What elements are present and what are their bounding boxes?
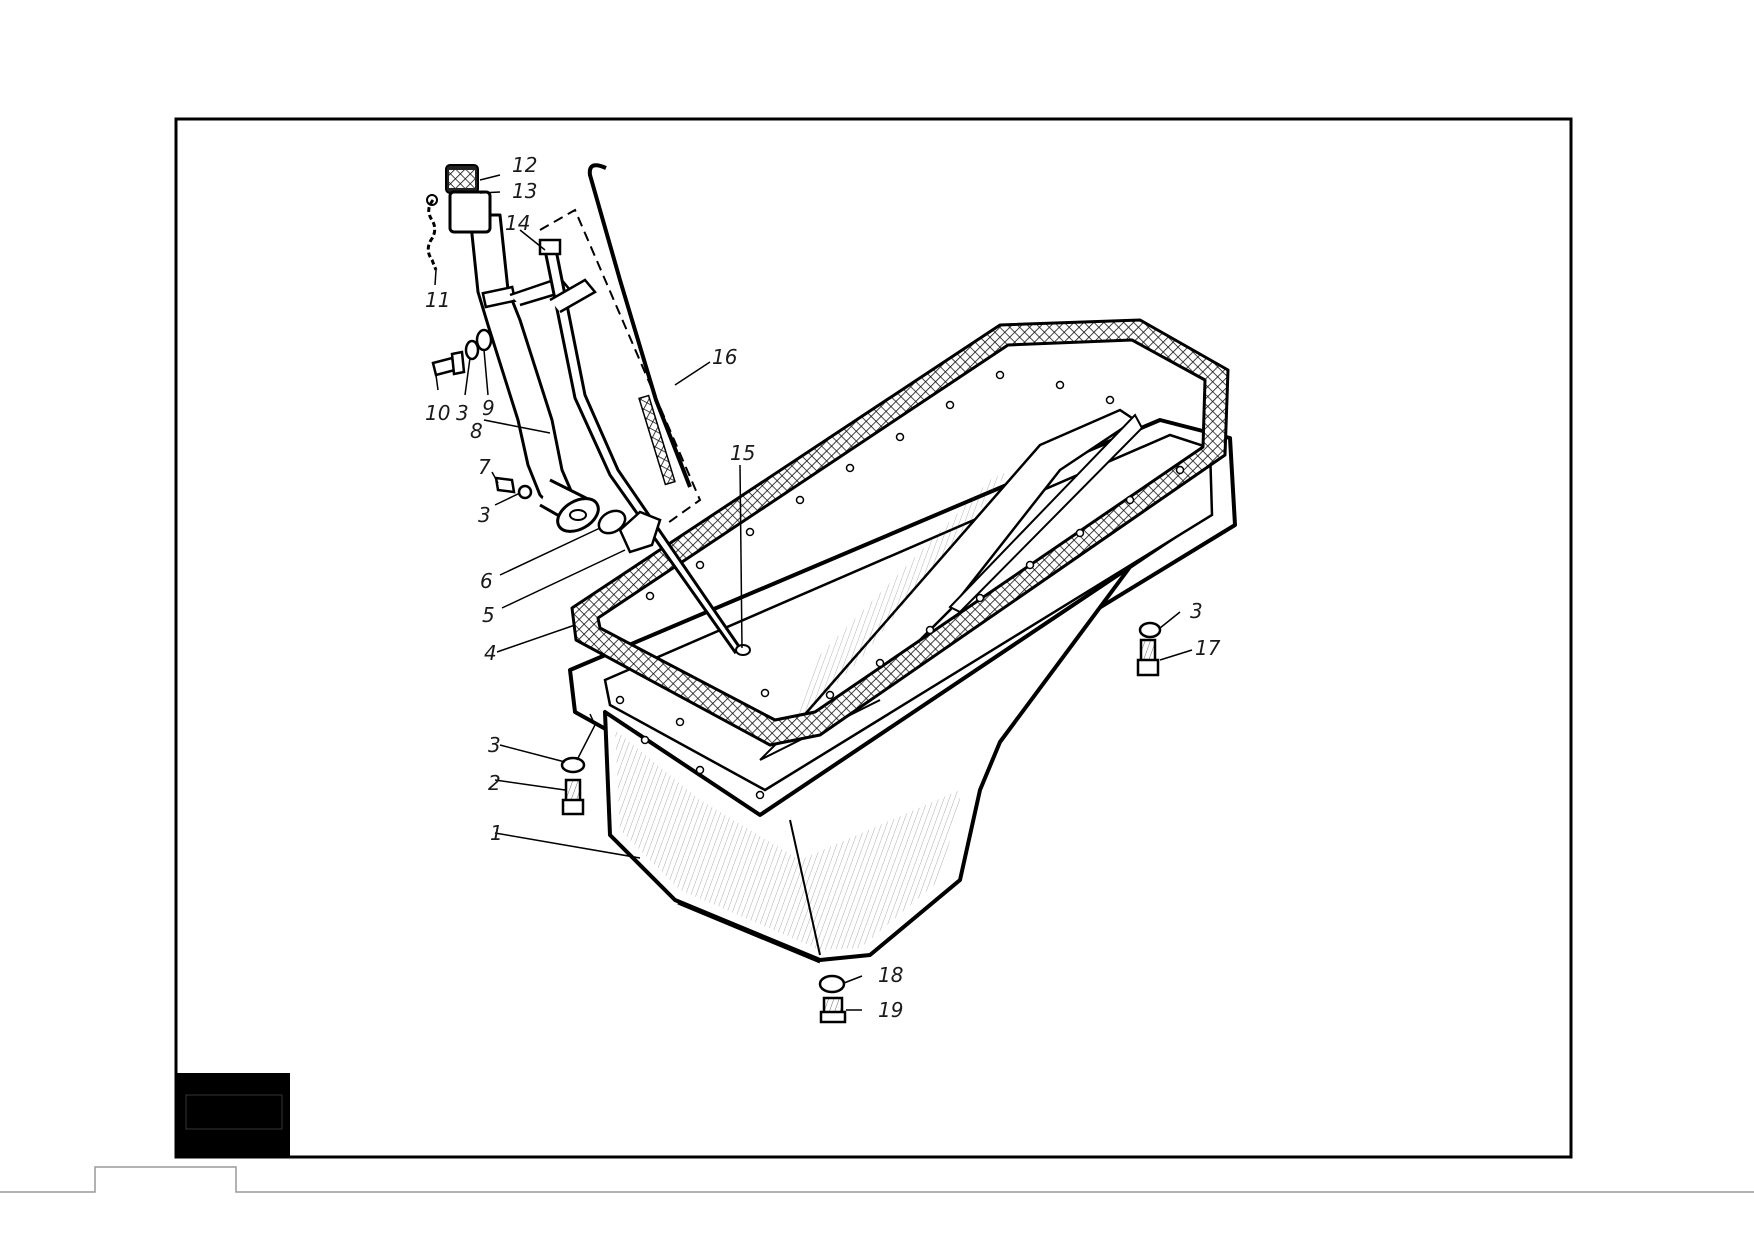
callout-3-c: 3 xyxy=(488,733,501,757)
filler-tube-assembly xyxy=(426,164,600,533)
bolt-10-head xyxy=(450,350,466,376)
oil-pan-crease xyxy=(789,819,821,956)
callout-15: 15 xyxy=(730,441,755,465)
callout-2: 2 xyxy=(488,771,501,795)
gasket-6 xyxy=(597,509,627,535)
drawing-frame xyxy=(174,117,1573,1159)
filler-cap-knurl xyxy=(449,170,475,188)
callout-6: 6 xyxy=(480,569,493,593)
small-parts xyxy=(431,328,1162,1024)
callout-12: 12 xyxy=(512,153,537,177)
corner-block-inner-line xyxy=(185,1094,283,1130)
callout-5: 5 xyxy=(482,603,495,627)
callout-3-d: 3 xyxy=(1190,599,1203,623)
bolt-2-head xyxy=(561,798,585,816)
pan-gasket xyxy=(570,318,1230,747)
dipstick xyxy=(587,163,692,488)
gasket-5 xyxy=(618,510,662,554)
callout-7: 7 xyxy=(478,455,491,479)
corner-block xyxy=(177,1073,290,1156)
callout-13: 13 xyxy=(512,179,537,203)
callout-14: 14 xyxy=(505,211,530,235)
bolt-2 xyxy=(564,778,582,804)
dipstick-scale xyxy=(638,394,676,486)
oil-pan xyxy=(568,408,1237,964)
dipstick-guide-tube xyxy=(543,248,743,655)
gasket-bolt-holes xyxy=(615,370,1185,800)
oil-pan-bottom-edge xyxy=(677,901,821,964)
bolt-7 xyxy=(494,476,516,494)
callout-16: 16 xyxy=(712,345,737,369)
filler-neck xyxy=(448,190,492,234)
washer-3-top xyxy=(464,339,480,361)
bolt-17-head xyxy=(1136,658,1160,677)
filler-tube-flange-hole xyxy=(569,509,587,521)
drain-plug-19-head xyxy=(819,1010,847,1024)
callout-9: 9 xyxy=(482,396,495,420)
washer-3-lower xyxy=(560,756,586,774)
callout-8: 8 xyxy=(470,419,483,443)
washer-3-mid xyxy=(517,484,533,500)
leader-lines xyxy=(434,174,1193,1011)
cap-chain xyxy=(426,199,438,271)
washer-18 xyxy=(818,974,846,994)
washer-9 xyxy=(475,328,493,352)
dipstick-guide-seal xyxy=(735,644,751,656)
callout-4: 4 xyxy=(484,641,497,665)
pan-gasket-mesh xyxy=(570,318,1230,747)
dipstick-guide-bracket xyxy=(549,278,597,314)
washer-3-right xyxy=(1138,621,1162,639)
bolt-17 xyxy=(1139,638,1157,664)
callout-10: 10 xyxy=(425,401,450,425)
callout-18: 18 xyxy=(878,963,903,987)
page-tab-outline xyxy=(0,1166,1754,1193)
callouts: 12 13 14 11 16 15 10 3 9 8 7 3 6 5 4 3 2… xyxy=(425,153,1221,1022)
callout-11: 11 xyxy=(425,288,450,312)
callout-19: 19 xyxy=(878,998,903,1022)
oil-pan-rib xyxy=(948,413,1144,614)
callout-17: 17 xyxy=(1195,636,1221,660)
dipstick-guide-collar xyxy=(538,238,562,256)
dipstick-assembly xyxy=(538,163,751,656)
callout-1: 1 xyxy=(490,821,503,845)
oil-pan-body-shade xyxy=(615,730,960,950)
callout-3-a: 3 xyxy=(456,401,469,425)
callout-3-b: 3 xyxy=(478,503,491,527)
oil-pan-baffle-shade xyxy=(790,470,1010,730)
dipstick-guide-dashed-line xyxy=(539,208,702,526)
cap-chain-ring xyxy=(426,194,438,206)
